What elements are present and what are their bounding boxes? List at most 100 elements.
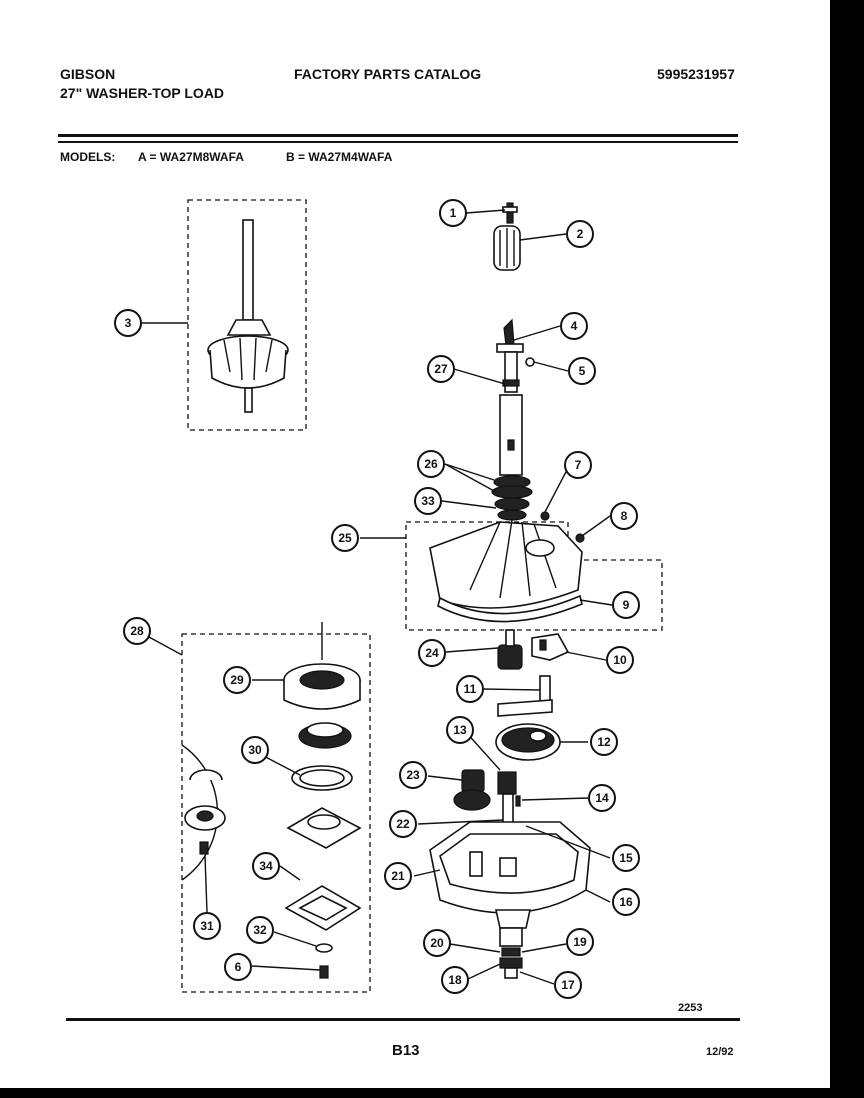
models-label: MODELS: — [60, 150, 116, 164]
svg-text:8: 8 — [621, 509, 628, 523]
svg-text:15: 15 — [619, 851, 633, 865]
seal-kit-box — [181, 633, 371, 993]
callout-12: 12 — [590, 728, 618, 756]
svg-text:3: 3 — [125, 316, 132, 330]
callout-18: 18 — [441, 966, 469, 994]
svg-text:25: 25 — [338, 531, 352, 545]
catalog-number: 5995231957 — [657, 66, 735, 82]
shift-fork — [531, 633, 570, 661]
main-gear — [495, 723, 561, 761]
callout-15: 15 — [612, 844, 640, 872]
callout-19: 19 — [566, 928, 594, 956]
svg-text:34: 34 — [259, 859, 273, 873]
header-rule-bottom — [58, 141, 738, 143]
svg-text:26: 26 — [424, 457, 438, 471]
inset-bearing-parts — [184, 769, 226, 855]
callout-30: 30 — [241, 736, 269, 764]
svg-text:5: 5 — [579, 364, 586, 378]
agitator-bolt — [502, 202, 518, 224]
transmission-assembly — [207, 219, 289, 413]
model-b: B = WA27M4WAFA — [286, 150, 393, 164]
svg-text:1: 1 — [450, 206, 457, 220]
seal-kit-parts — [283, 663, 362, 979]
svg-text:23: 23 — [406, 768, 420, 782]
svg-text:31: 31 — [200, 919, 214, 933]
svg-text:32: 32 — [253, 923, 267, 937]
svg-text:13: 13 — [453, 723, 467, 737]
callout-27: 27 — [427, 355, 455, 383]
product-title: 27" WASHER-TOP LOAD — [60, 85, 225, 101]
callout-28: 28 — [123, 617, 151, 645]
page-code: B13 — [392, 1042, 420, 1059]
callout-32: 32 — [246, 916, 274, 944]
svg-text:10: 10 — [613, 653, 627, 667]
svg-text:22: 22 — [396, 817, 410, 831]
callout-31: 31 — [193, 912, 221, 940]
svg-text:14: 14 — [595, 791, 609, 805]
crank-arm — [497, 675, 553, 717]
callout-5: 5 — [568, 357, 596, 385]
brand-name: GIBSON — [60, 66, 116, 82]
callout-26: 26 — [417, 450, 445, 478]
leader-lines — [137, 209, 613, 985]
callout-29: 29 — [223, 666, 251, 694]
svg-text:27: 27 — [434, 362, 448, 376]
callout-17: 17 — [554, 971, 582, 999]
callout-1: 1 — [439, 199, 467, 227]
svg-text:17: 17 — [561, 978, 575, 992]
gear-case-cover — [429, 511, 585, 623]
svg-text:7: 7 — [575, 458, 582, 472]
callout-13: 13 — [446, 716, 474, 744]
svg-text:9: 9 — [623, 598, 630, 612]
callout-22: 22 — [389, 810, 417, 838]
exploded-parts-diagram: 1 2 3 4 5 27 26 7 33 8 25 9 28 24 10 29 … — [114, 199, 702, 1014]
svg-text:20: 20 — [430, 936, 444, 950]
callout-21: 21 — [384, 862, 412, 890]
svg-text:33: 33 — [421, 494, 435, 508]
output-shaft-hardware — [499, 927, 523, 979]
svg-text:29: 29 — [230, 673, 244, 687]
figure-number: 2253 — [678, 1002, 702, 1014]
transmission-assembly-box — [187, 199, 307, 431]
callout-8: 8 — [610, 502, 638, 530]
gear-case — [429, 821, 591, 929]
callout-2: 2 — [566, 220, 594, 248]
callout-9: 9 — [612, 591, 640, 619]
callout-16: 16 — [612, 888, 640, 916]
pinion-gear — [497, 629, 523, 670]
callout-20: 20 — [423, 929, 451, 957]
catalog-title: FACTORY PARTS CATALOG — [294, 66, 482, 82]
svg-text:12: 12 — [597, 735, 611, 749]
svg-text:6: 6 — [235, 960, 242, 974]
svg-text:16: 16 — [619, 895, 633, 909]
shaft-seals — [491, 475, 533, 521]
header-rule-top — [58, 134, 738, 137]
drive-shaft — [496, 318, 535, 476]
svg-text:11: 11 — [464, 682, 477, 696]
svg-text:19: 19 — [573, 935, 587, 949]
callout-4: 4 — [560, 312, 588, 340]
svg-text:30: 30 — [248, 743, 262, 757]
gear-case-cover-box — [405, 521, 663, 631]
svg-text:18: 18 — [448, 973, 462, 987]
callout-3: 3 — [114, 309, 142, 337]
cluster-gear — [453, 769, 491, 811]
catalog-page — [0, 0, 830, 1088]
callout-33: 33 — [414, 487, 442, 515]
svg-text:4: 4 — [571, 319, 578, 333]
svg-text:21: 21 — [391, 869, 405, 883]
agitator-nut — [493, 225, 521, 271]
svg-text:2: 2 — [577, 227, 584, 241]
callout-10: 10 — [606, 646, 634, 674]
svg-text:28: 28 — [130, 624, 144, 638]
footer-rule — [66, 1018, 740, 1021]
catalog-date: 12/92 — [706, 1046, 734, 1058]
callout-7: 7 — [564, 451, 592, 479]
callout-14: 14 — [588, 784, 616, 812]
callout-25: 25 — [331, 524, 359, 552]
model-a: A = WA27M8WAFA — [138, 150, 244, 164]
callout-23: 23 — [399, 761, 427, 789]
callout-34: 34 — [252, 852, 280, 880]
callout-11: 11 — [456, 675, 484, 703]
callout-24: 24 — [418, 639, 446, 667]
